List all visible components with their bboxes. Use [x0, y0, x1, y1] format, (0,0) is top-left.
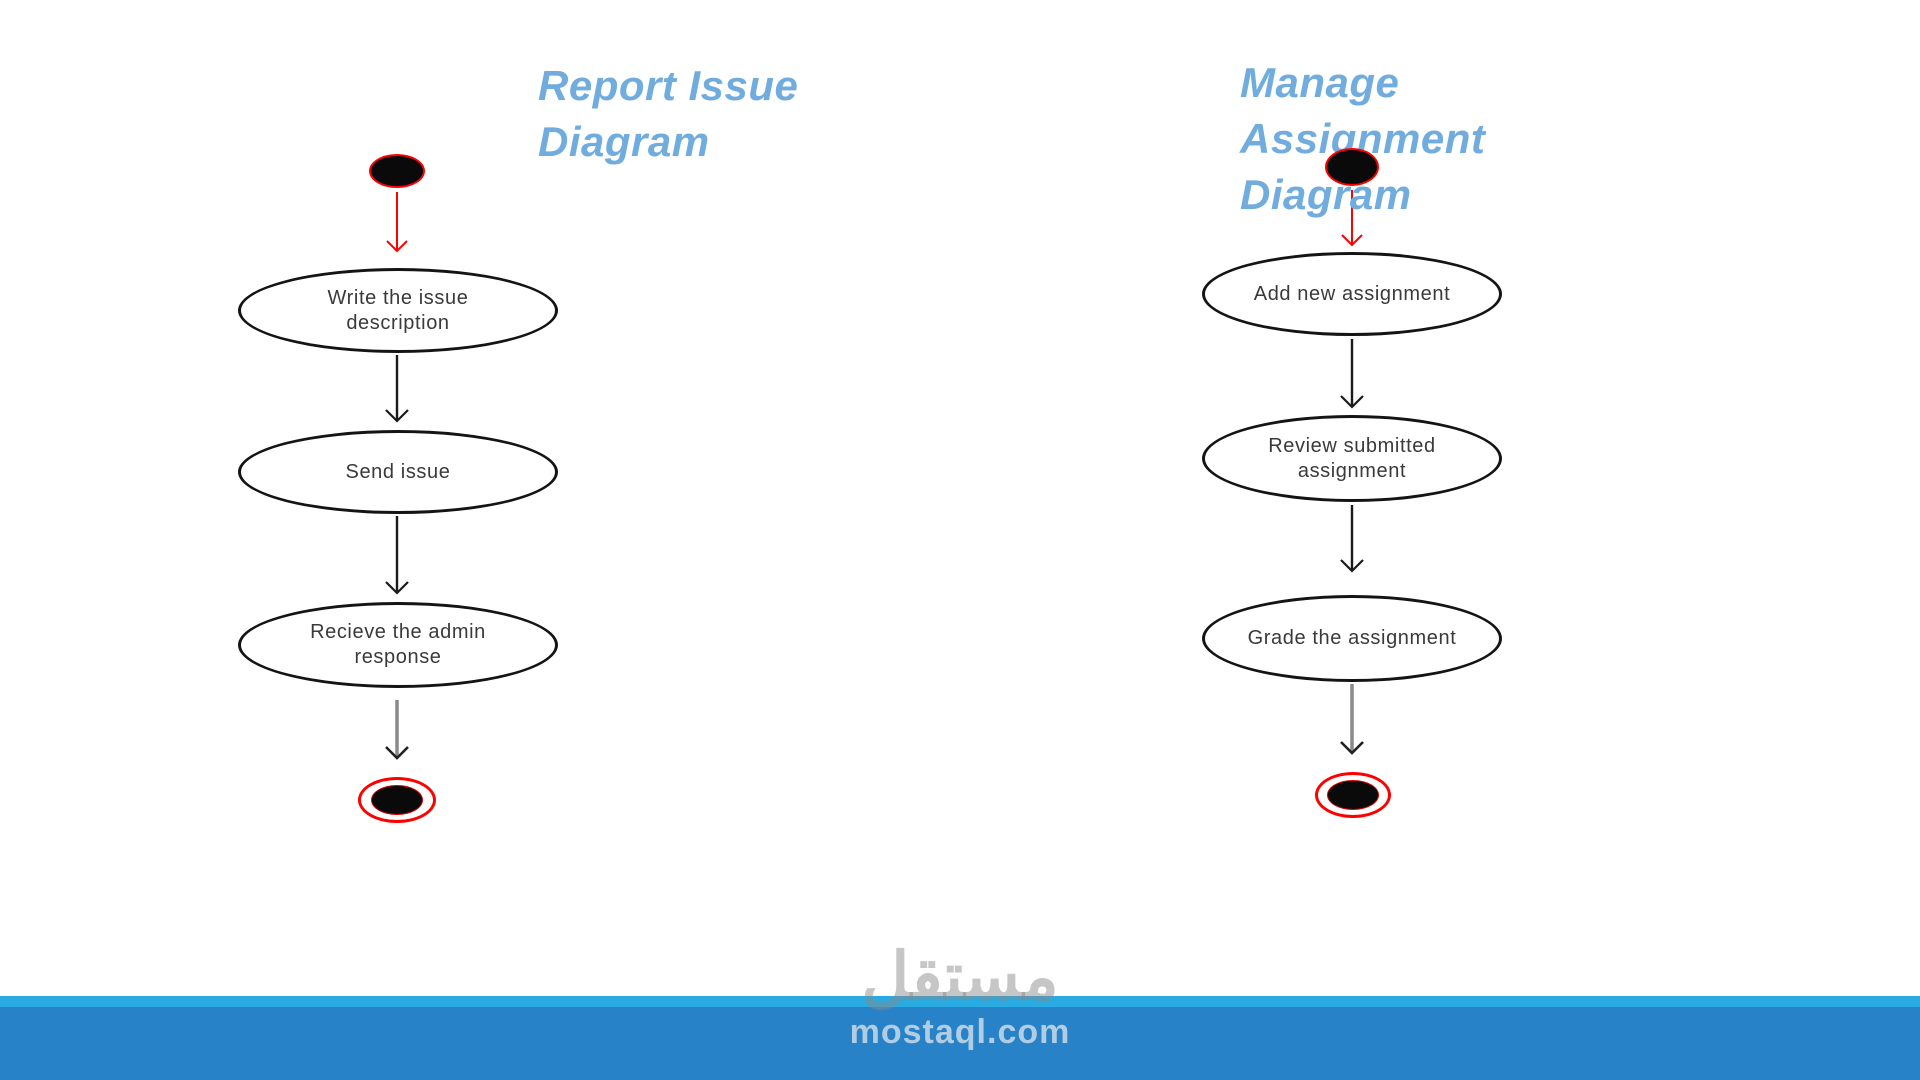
title-line: Manage	[1240, 59, 1400, 106]
activity-receive-admin-response: Recieve the admin response	[238, 602, 558, 688]
footer-accent-stripe	[0, 996, 1920, 1007]
title-line: Diagram	[1240, 170, 1412, 218]
footer-band	[0, 1007, 1920, 1080]
final-node-icon	[358, 777, 436, 823]
initial-node-icon	[369, 154, 425, 188]
activity-label: Grade the assignment	[1247, 627, 1457, 649]
initial-node-icon	[1325, 148, 1379, 186]
activity-label: Add new assignment	[1253, 282, 1451, 305]
activity-send-issue: Send issue	[238, 430, 558, 514]
report-issue-diagram-title: Report Issue Diagram	[538, 58, 798, 170]
final-node-core	[371, 785, 423, 815]
final-node-icon	[1315, 772, 1391, 818]
activity-label: Send issue	[345, 460, 451, 483]
title-line: Report Issue	[538, 62, 799, 109]
activity-write-issue-description: Write the issue description	[238, 268, 558, 353]
activity-grade-the-assignment: Grade the assignment	[1202, 595, 1502, 682]
final-node-core	[1327, 780, 1379, 810]
activity-label: Recieve the admin response	[310, 621, 486, 668]
title-line: Diagram	[538, 117, 710, 165]
activity-label: Write the issue description	[327, 286, 469, 334]
activity-review-submitted-assignment: Review submitted assignment	[1202, 415, 1502, 502]
activity-label: Review submitted assignment	[1268, 434, 1436, 482]
manage-assignment-diagram-title: Manage Assignment Diagram	[1240, 55, 1485, 223]
activity-add-new-assignment: Add new assignment	[1202, 252, 1502, 336]
